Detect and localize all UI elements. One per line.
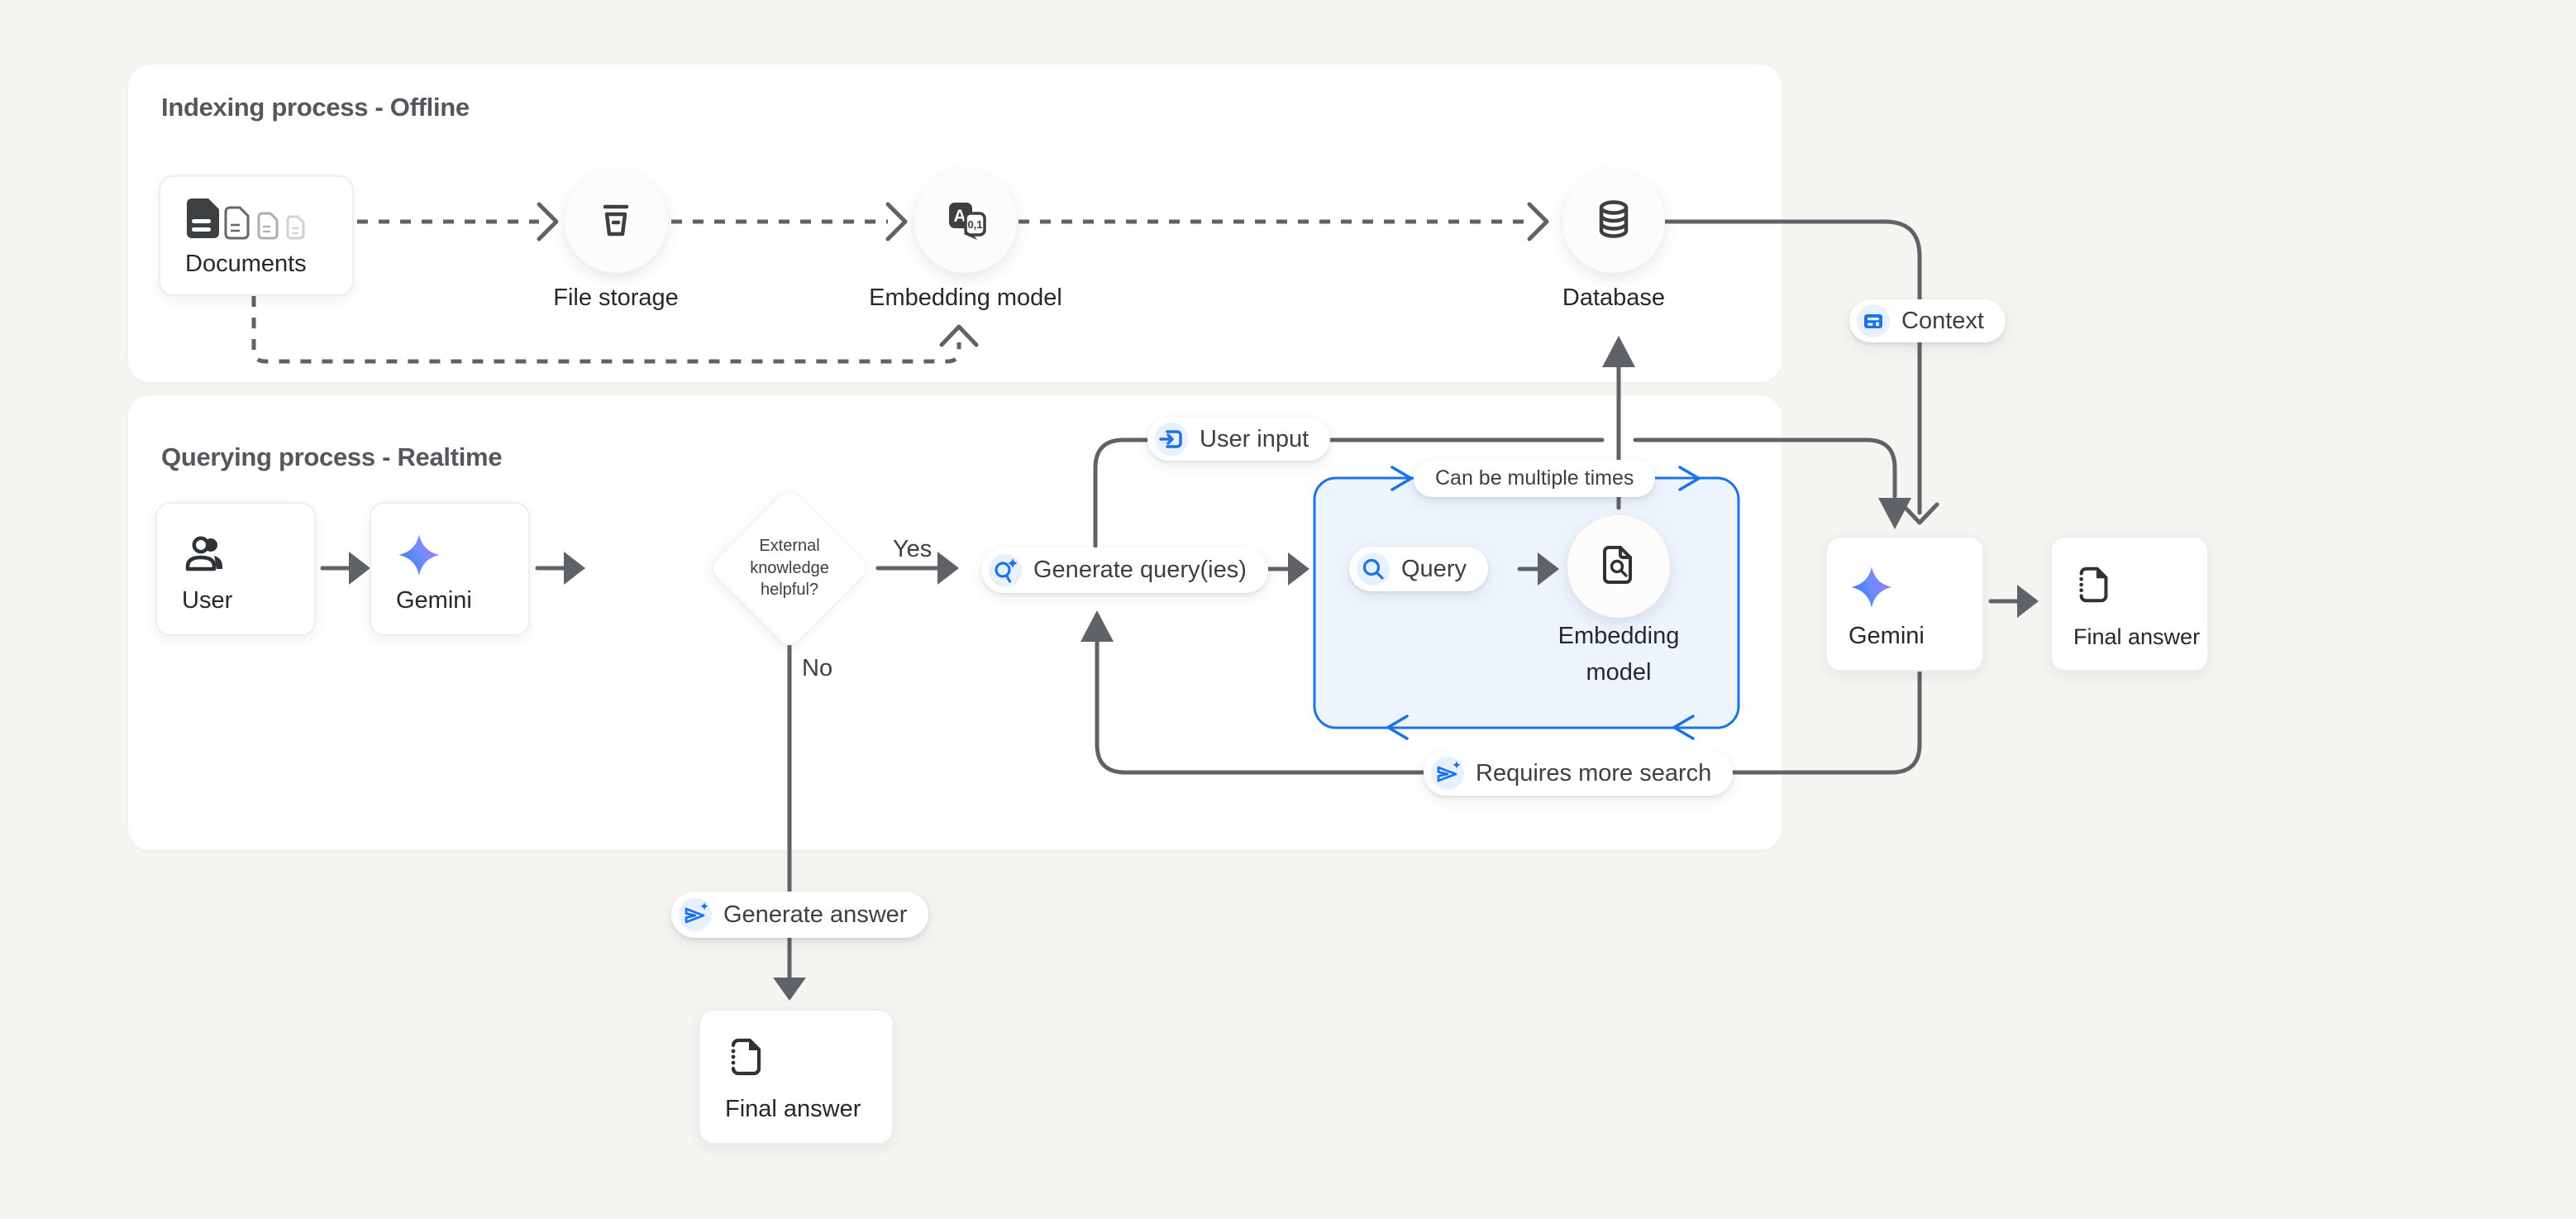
query-label: Query (1401, 555, 1467, 582)
database-node (1562, 170, 1665, 273)
embedding-model-loop-label: Embedding model (1558, 623, 1680, 686)
database-cylinder-icon (1591, 197, 1637, 247)
yes-label: Yes (893, 536, 933, 562)
stacked-documents-icon (184, 197, 316, 247)
generate-answer-pill: Generate answer (671, 892, 929, 938)
file-storage-label: File storage (553, 284, 679, 311)
embedding-model-node: A 0,1 (914, 170, 1017, 273)
requires-more-search-label: Requires more search (1476, 759, 1712, 786)
gemini-star-icon (396, 532, 442, 582)
no-label: No (802, 655, 833, 681)
context-pill: Context (1849, 299, 2006, 342)
search-sparkle-icon (989, 553, 1022, 587)
embedding-model-loop-node (1567, 515, 1670, 618)
can-be-multiple-times-pill: Can be multiple times (1414, 460, 1656, 497)
can-be-multiple-times-label: Can be multiple times (1435, 466, 1634, 490)
gemini-output-label: Gemini (1849, 623, 1925, 649)
user-input-pill: User input (1147, 418, 1331, 461)
gemini-label: Gemini (396, 587, 472, 614)
arrowheads (349, 336, 2039, 1001)
gemini-node: Gemini (370, 502, 530, 636)
decision-external-knowledge: External knowledge helpful? (708, 486, 871, 650)
query-pill: Query (1349, 547, 1488, 591)
document-icon (2073, 564, 2115, 610)
indexing-panel-title: Indexing process - Offline (161, 93, 470, 122)
connector-lines (251, 202, 2020, 980)
querying-panel-title: Querying process - Realtime (161, 442, 503, 471)
send-sparkle-icon (679, 898, 712, 931)
final-answer-label: Final answer (725, 1096, 861, 1122)
send-sparkle-icon (1431, 757, 1464, 790)
final-answer-output-label: Final answer (2073, 624, 2201, 649)
storage-bucket-icon (593, 197, 639, 247)
final-answer-node: Final answer (699, 1009, 894, 1145)
generate-queries-pill: Generate query(ies) (981, 547, 1268, 593)
generate-answer-label: Generate answer (723, 901, 908, 928)
requires-more-search-pill: Requires more search (1424, 751, 1734, 796)
loop-direction-arrows (1386, 466, 1701, 740)
login-arrow-icon (1155, 423, 1188, 456)
document-icon (725, 1035, 768, 1083)
svg-text:0,1: 0,1 (967, 218, 982, 231)
database-label: Database (1562, 284, 1666, 311)
decision-text: External knowledge helpful? (750, 537, 829, 600)
gemini-output-node: Gemini (1825, 536, 1984, 672)
people-icon (182, 532, 227, 581)
svg-text:A: A (953, 207, 966, 226)
user-input-label: User input (1200, 425, 1309, 452)
user-node: User (155, 502, 316, 636)
context-pill-label: Context (1901, 307, 1984, 334)
article-icon (1857, 304, 1890, 337)
magnifier-icon (1357, 552, 1390, 586)
file-storage-node (565, 170, 667, 273)
embedding-model-label: Embedding model (869, 284, 1062, 311)
generate-queries-label: Generate query(ies) (1033, 557, 1247, 583)
user-label: User (182, 587, 233, 614)
final-answer-output-node: Final answer (2050, 536, 2209, 672)
documents-label: Documents (185, 251, 307, 277)
documents-node: Documents (159, 175, 354, 296)
file-search-icon (1597, 543, 1640, 590)
translate-embedding-icon: A 0,1 (942, 197, 989, 247)
gemini-star-icon (1849, 564, 1895, 614)
